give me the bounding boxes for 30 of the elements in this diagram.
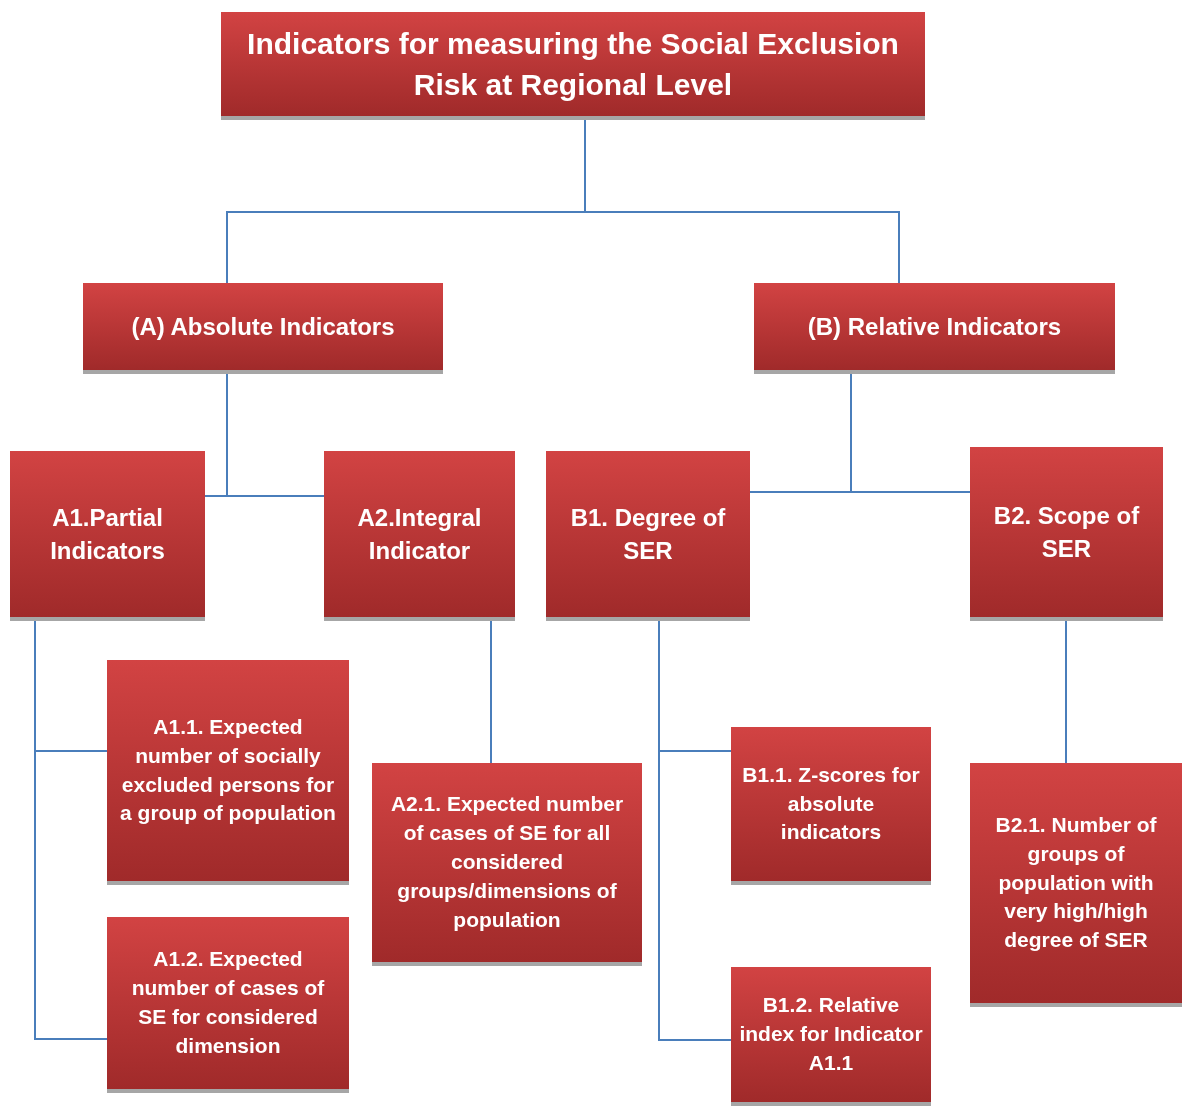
box-label: A1.2. Expected number of cases of SE for considered dimension — [130, 946, 326, 1059]
indicator-box — [970, 447, 1163, 621]
connector-line — [1065, 620, 1067, 764]
box-label: (B) Relative Indicators — [807, 312, 1062, 342]
box-label: A2.Integral Indicator — [356, 503, 483, 566]
indicator-box — [10, 451, 205, 621]
indicator-box — [107, 917, 349, 1093]
box-label: B1. Degree of SER — [569, 503, 727, 566]
indicator-box — [107, 660, 349, 885]
box-label: A1.1. Expected number of socially excluded persons for a group of population — [119, 713, 337, 827]
connector-line — [850, 373, 971, 493]
connector-line — [490, 620, 492, 764]
box-label: A1.Partial Indicators — [49, 503, 166, 566]
indicator-box — [970, 763, 1182, 1007]
indicator-box — [221, 12, 925, 120]
indicator-box — [324, 451, 515, 621]
box-label: B2. Scope of SER — [992, 501, 1141, 564]
connector-line — [226, 373, 325, 497]
indicator-box — [83, 283, 443, 374]
indicator-box — [731, 967, 931, 1106]
indicator-box — [372, 763, 642, 966]
box-label: (A) Absolute Indicators — [131, 312, 395, 342]
indicator-box — [546, 451, 750, 621]
box-label: Indicators for measuring the Social Exclusion Risk at Regional Level — [246, 25, 900, 103]
box-label: B1.1. Z-scores for absolute indicators — [741, 761, 921, 846]
box-label: B1.2. Relative index for Indicator A1.1 — [739, 992, 923, 1076]
box-label: A2.1. Expected number of cases of SE for all considered groups/dimensions of population — [389, 791, 625, 933]
box-label: B2.1. Number of groups of population with very high/high degree of SER — [994, 811, 1158, 954]
indicator-box — [754, 283, 1115, 374]
indicator-box — [731, 727, 931, 885]
